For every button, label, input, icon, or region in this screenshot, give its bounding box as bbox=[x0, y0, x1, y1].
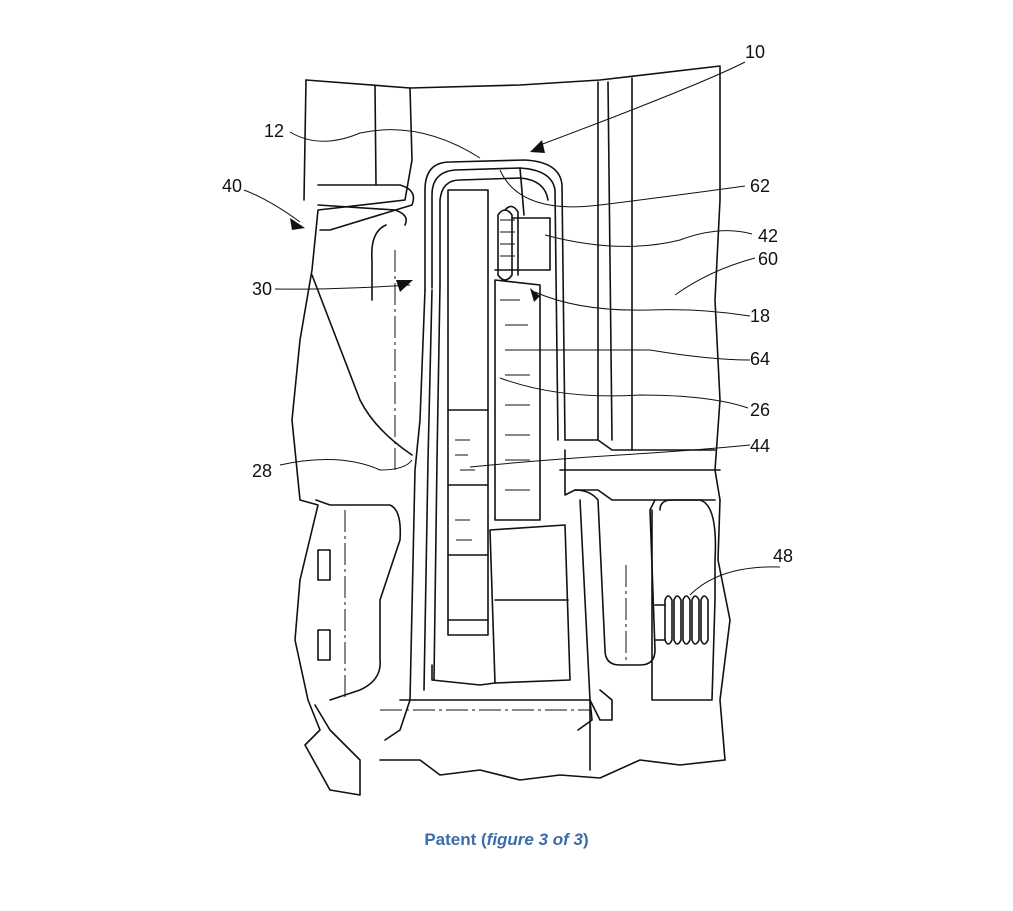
ref-18: 18 bbox=[750, 306, 770, 326]
ref-62: 62 bbox=[750, 176, 770, 196]
ref-64: 64 bbox=[750, 349, 770, 369]
caption-suffix: ) bbox=[583, 830, 589, 849]
torsion-spring bbox=[494, 167, 551, 281]
caption-figure-number: figure 3 of 3 bbox=[486, 830, 584, 849]
base bbox=[380, 699, 593, 771]
caption-prefix: Patent ( bbox=[424, 830, 487, 849]
leader-lines bbox=[243, 61, 781, 596]
ref-60: 60 bbox=[758, 249, 778, 269]
ref-40: 40 bbox=[222, 176, 242, 196]
pulley-cover bbox=[384, 159, 566, 741]
lever-assembly bbox=[574, 489, 717, 721]
figure-caption: Patent (figure 3 of 3) bbox=[0, 830, 1013, 850]
ref-28: 28 bbox=[252, 461, 272, 481]
patent-drawing: 10 12 40 62 42 60 30 18 64 26 28 44 48 bbox=[222, 42, 793, 796]
arrowheads bbox=[290, 140, 545, 302]
ref-48: 48 bbox=[773, 546, 793, 566]
housing-right bbox=[379, 65, 731, 781]
ref-30: 30 bbox=[252, 279, 272, 299]
ref-44: 44 bbox=[750, 436, 770, 456]
housing-left bbox=[291, 79, 415, 796]
pulley-wheel bbox=[431, 189, 571, 686]
ref-42: 42 bbox=[758, 226, 778, 246]
reference-numerals: 10 12 40 62 42 60 30 18 64 26 28 44 48 bbox=[222, 42, 793, 566]
ref-12: 12 bbox=[264, 121, 284, 141]
ref-26: 26 bbox=[750, 400, 770, 420]
ref-10: 10 bbox=[745, 42, 765, 62]
